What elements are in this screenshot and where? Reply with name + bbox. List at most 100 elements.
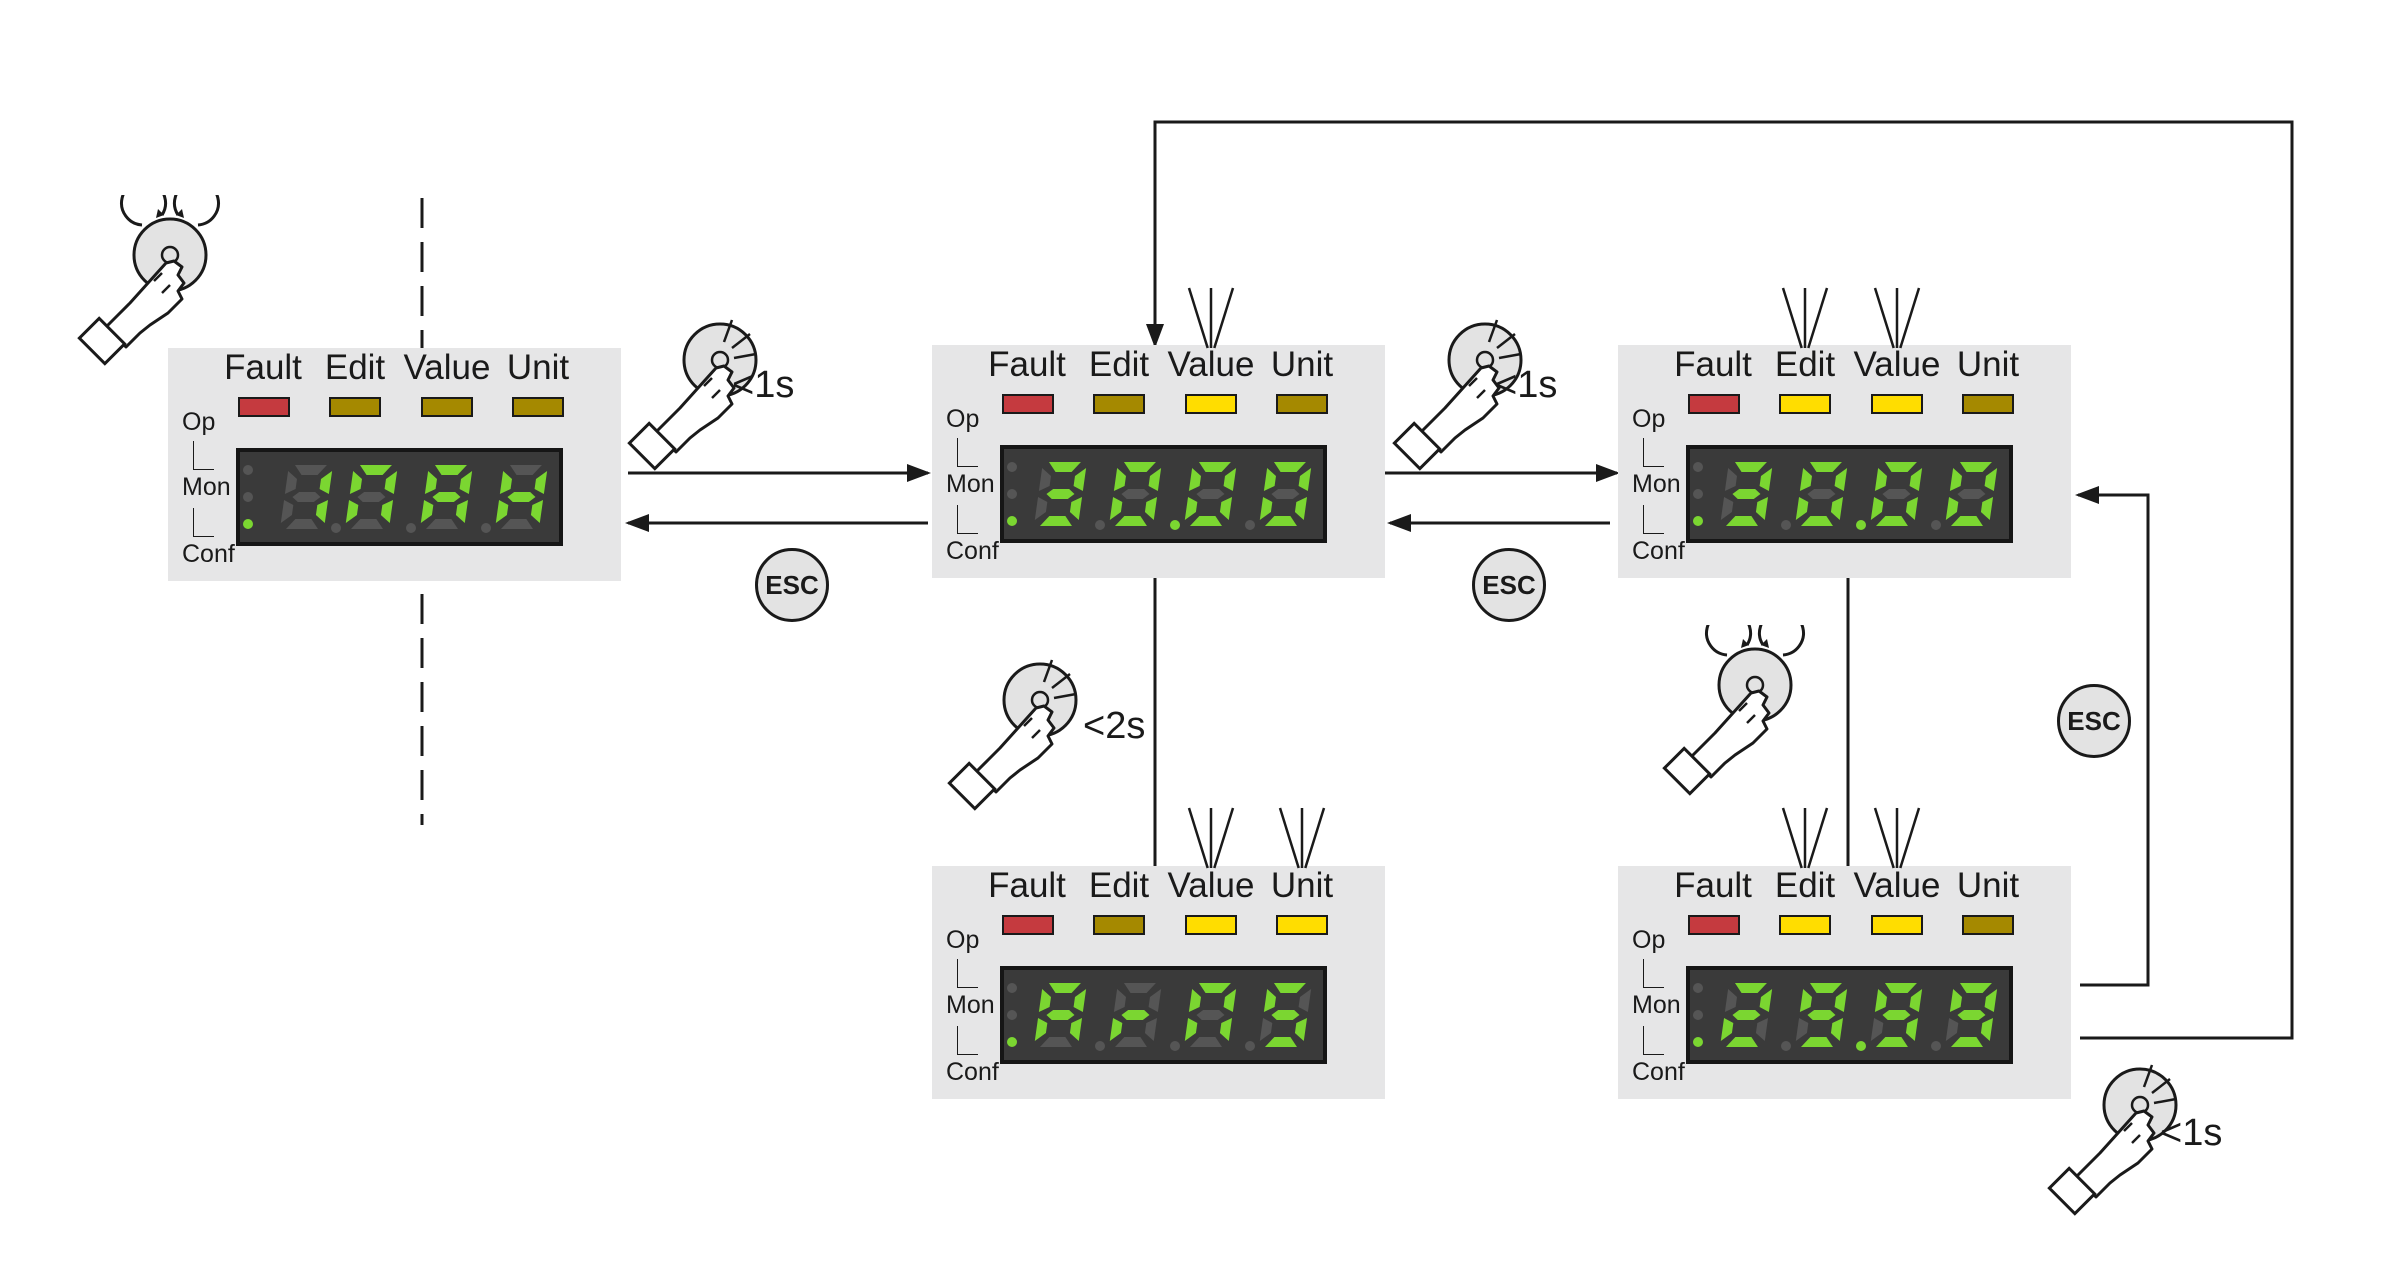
decimal-point (1856, 520, 1866, 530)
decimal-point (1095, 1041, 1105, 1051)
mode-indicator-dot (1007, 489, 1017, 499)
blink-mark (1873, 287, 1921, 349)
mode-indicator-dot (1007, 462, 1017, 472)
segment-on (1188, 468, 1201, 491)
segment-on (1273, 983, 1306, 993)
segment-off (1724, 989, 1737, 1012)
indicator-label-fault: Fault (988, 866, 1066, 905)
mode-indicator-dot (243, 465, 253, 475)
segment-off (357, 492, 386, 502)
segment-on (1834, 468, 1848, 491)
decimal-point (1170, 1041, 1180, 1051)
segment-on (499, 471, 512, 494)
mode-indicator-dot (1693, 983, 1703, 993)
segment-on (1874, 468, 1887, 491)
mode-indicator-dot (1007, 1010, 1017, 1020)
segment-on (1720, 1018, 1734, 1041)
segment-on (1945, 497, 1959, 520)
mode-label-conf: Conf (1632, 537, 1685, 565)
segment-on (319, 471, 333, 494)
led-value (1185, 394, 1237, 414)
segment-on (1809, 983, 1842, 993)
mode-bracket (1643, 1026, 1664, 1055)
segment-on (1184, 497, 1198, 520)
segment-on (1219, 1018, 1233, 1041)
turn-knob-hand-icon (77, 195, 220, 366)
segment-on (1273, 462, 1306, 472)
decimal-point (1931, 520, 1941, 530)
segment-on (1223, 989, 1237, 1012)
led-unit (1276, 915, 1328, 935)
decimal-point (406, 523, 416, 533)
segment-on (1795, 497, 1809, 520)
segment-off (500, 519, 533, 529)
press-knob-hand-icon (627, 319, 758, 471)
mode-bracket (193, 508, 214, 537)
led-value (1871, 394, 1923, 414)
mode-label-op: Op (946, 926, 980, 954)
seven-segment-display (1686, 966, 2013, 1064)
esc-button[interactable]: ESC (2057, 684, 2131, 758)
seven-segment-display (1000, 966, 1327, 1064)
led-fault (1688, 915, 1740, 935)
arrow-p5-confirm-to-p2 (1146, 120, 2294, 1040)
press-time-label: <1s (732, 364, 795, 406)
segment-off (1121, 489, 1150, 499)
segment-off (1870, 1018, 1884, 1041)
decimal-point (1170, 520, 1180, 530)
segment-on (1271, 1010, 1300, 1020)
segment-on (1759, 989, 1773, 1012)
esc-button[interactable]: ESC (1472, 548, 1546, 622)
segment-on (1188, 989, 1201, 1012)
segment-on (1219, 497, 1233, 520)
segment-on (1198, 983, 1231, 993)
segment-off (1724, 468, 1737, 491)
segment-on (1949, 468, 1962, 491)
mode-indicator-dot (243, 519, 253, 529)
mode-bracket (1643, 505, 1664, 534)
press-time-label: <1s (1495, 364, 1558, 406)
segment-on (1046, 489, 1075, 499)
segment-on (1807, 1010, 1836, 1020)
mode-label-conf: Conf (946, 537, 999, 565)
decimal-point (331, 523, 341, 533)
segment-on (1874, 989, 1887, 1012)
segment-on (1144, 497, 1158, 520)
led-edit (1093, 915, 1145, 935)
segment-on (1073, 989, 1087, 1012)
press-time-label: <1s (2160, 1112, 2223, 1154)
segment-on (1148, 468, 1162, 491)
arrow-p5-esc-to-p3 (2075, 486, 2150, 987)
segment-on (1725, 516, 1758, 526)
decimal-point (1781, 520, 1791, 530)
segment-on (1046, 1010, 1075, 1020)
segment-off (1259, 1018, 1273, 1041)
mode-indicator-dot (1693, 489, 1703, 499)
mode-label-op: Op (1632, 405, 1666, 433)
segment-on (432, 492, 461, 502)
segment-on (1732, 489, 1761, 499)
segment-on (1984, 468, 1998, 491)
segment-off (292, 492, 321, 502)
segment-on (1109, 1018, 1123, 1041)
led-fault (1002, 394, 1054, 414)
segment-off (1807, 489, 1836, 499)
segment-on (1114, 516, 1147, 526)
segment-on (1799, 468, 1812, 491)
decimal-point (1856, 1041, 1866, 1051)
mode-indicator-dot (1693, 462, 1703, 472)
esc-button[interactable]: ESC (755, 548, 829, 622)
segment-off (509, 465, 542, 475)
segment-off (1271, 489, 1300, 499)
segment-on (459, 471, 473, 494)
segment-on (1905, 1018, 1919, 1041)
segment-on (507, 492, 536, 502)
indicator-label-unit: Unit (1956, 345, 2020, 384)
segment-on (1294, 497, 1308, 520)
mode-bracket (957, 959, 978, 988)
led-unit (512, 397, 564, 417)
mode-label-mon: Mon (182, 473, 231, 501)
segment-on (1048, 462, 1081, 472)
